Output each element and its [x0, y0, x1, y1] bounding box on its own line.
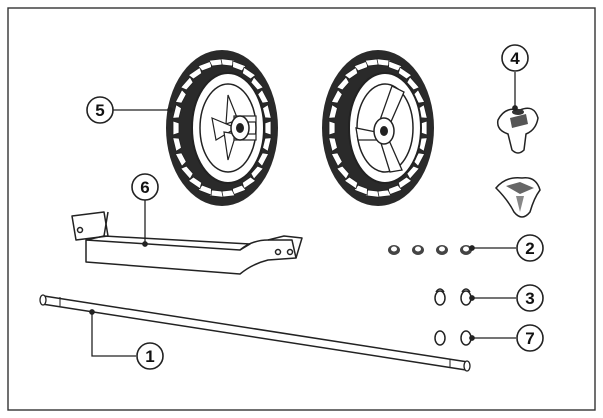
tread-block [241, 176, 257, 190]
tread-block [328, 120, 336, 136]
tread-block [172, 104, 182, 119]
axle-bracket [71, 211, 303, 275]
callout-7: 7 [516, 324, 544, 352]
wheel-right [322, 50, 434, 206]
callout-2-label: 2 [525, 239, 534, 258]
tread-block [388, 60, 403, 72]
callout-1-label: 1 [145, 347, 154, 366]
tread-block [328, 137, 338, 152]
tread-block [197, 60, 212, 72]
tread-block [187, 176, 203, 190]
tread-block [174, 152, 187, 167]
knob-lower [494, 176, 541, 218]
tread-block [343, 176, 359, 190]
wheel-left [166, 50, 278, 206]
callout-2: 2 [516, 234, 544, 262]
tread-block [250, 165, 264, 180]
tread-block [220, 58, 236, 67]
tread-block [406, 76, 420, 91]
callout-4-label: 4 [510, 49, 520, 68]
tread-block [397, 66, 413, 80]
tread-block [232, 60, 247, 72]
tread-block [330, 152, 343, 167]
tread-block [257, 89, 270, 104]
tread-block [187, 66, 203, 80]
tread-block [364, 189, 380, 198]
tread-block [376, 58, 392, 67]
tread-block [180, 165, 194, 180]
tread-block [353, 184, 368, 196]
tread-block [241, 66, 257, 80]
tread-block [413, 89, 426, 104]
callout-6: 6 [131, 173, 159, 201]
tread-block [353, 60, 368, 72]
tread-block [388, 184, 403, 196]
axle-rod [39, 294, 471, 372]
tread-block [328, 104, 338, 119]
callout-3: 3 [516, 284, 544, 312]
tread-block [208, 189, 224, 198]
leader-lines [89, 72, 518, 357]
tread-block [330, 89, 343, 104]
callout-3-label: 3 [525, 289, 534, 308]
tread-block [250, 76, 264, 91]
tread-block [197, 184, 212, 196]
tread-block [397, 176, 413, 190]
callout-1: 1 [136, 342, 164, 370]
tread-block [232, 184, 247, 196]
tread-block [257, 152, 270, 167]
tread-block [336, 76, 350, 91]
knob-upper [496, 107, 539, 154]
callout-7-label: 7 [525, 329, 534, 348]
callout-5-label: 5 [95, 101, 104, 120]
callout-6-label: 6 [140, 178, 149, 197]
tread-block [343, 66, 359, 80]
tread-block [172, 137, 182, 152]
tread-block [172, 120, 180, 136]
callout-4: 4 [501, 44, 529, 72]
nuts [388, 245, 472, 255]
callout-5: 5 [86, 96, 114, 124]
tread-block [264, 120, 272, 136]
tread-block [336, 165, 350, 180]
tread-block [262, 104, 272, 119]
tread-block [406, 165, 420, 180]
tread-block [174, 89, 187, 104]
tread-block [180, 76, 194, 91]
